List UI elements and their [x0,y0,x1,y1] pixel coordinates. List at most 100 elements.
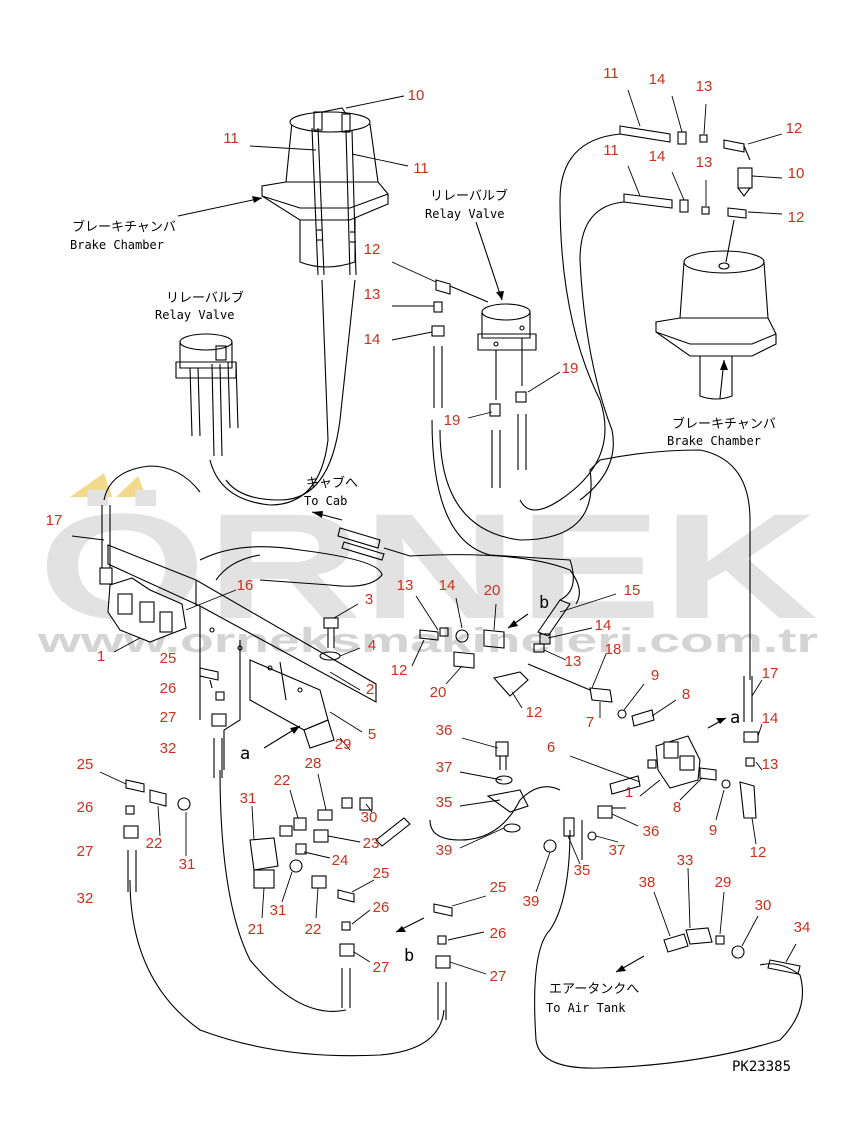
callout-26: 26 [160,680,177,697]
annotation-labels: ブレーキチャンバ Brake Chamber リレーバルブ Relay Valv… [70,188,791,1075]
label-relay-valve-jp-center: リレーバルブ [430,188,508,204]
callout-13: 13 [364,286,381,303]
label-relay-valve-jp-left: リレーバルブ [166,290,244,306]
callout-17: 17 [46,512,63,529]
callout-36: 36 [436,722,453,739]
callout-37: 37 [436,759,453,776]
callout-5: 5 [368,726,376,743]
brake-chamber-top [261,107,389,276]
callout-2: 2 [366,681,374,698]
watermark-accent-right [116,476,146,497]
callout-35: 35 [436,794,453,811]
leader-lines [71,89,797,975]
callout-38: 38 [639,874,656,891]
callout-29: 29 [715,874,732,891]
callout-14: 14 [439,577,456,594]
callout-10: 10 [408,87,425,104]
label-air-tank-en: To Air Tank [546,1001,626,1015]
callout-13: 13 [762,756,779,773]
callout-33: 33 [677,852,694,869]
label-brake-chamber-jp-left: ブレーキチャンバ [72,219,176,235]
label-relay-valve-en-left: Relay Valve [155,308,234,322]
callout-20: 20 [484,582,501,599]
callout-22: 22 [146,835,163,852]
callout-12: 12 [391,662,408,679]
callout-13: 13 [397,577,414,594]
relay-valve-left [175,333,239,457]
letter-a-left: a [240,744,250,764]
callout-3: 3 [365,591,373,608]
label-air-tank-jp: エアータンクへ [549,982,639,997]
callout-14: 14 [649,71,666,88]
label-relay-valve-en-center: Relay Valve [425,207,504,221]
callout-39: 39 [523,893,540,910]
callout-19: 19 [562,360,579,377]
callout-32: 32 [77,890,94,907]
callout-26: 26 [490,925,507,942]
callout-25: 25 [77,756,94,773]
callout-27: 27 [490,968,507,985]
callout-22: 22 [274,772,291,789]
callout-6: 6 [547,739,555,756]
fittings-bottom-right [663,927,801,975]
callout-10: 10 [788,165,805,182]
watermark-accent-left [70,473,112,497]
callout-16: 16 [237,577,254,594]
letter-a-right: a [730,708,740,728]
callout-11: 11 [603,65,619,82]
callout-37: 37 [609,842,626,859]
callout-30: 30 [755,897,772,914]
mounting-bracket [107,544,377,770]
callout-24: 24 [332,852,349,869]
fittings-top-right [619,125,753,219]
callout-14: 14 [595,617,612,634]
hoses [103,133,804,1069]
callout-11: 11 [413,160,429,177]
label-to-cab-en: To Cab [304,494,347,508]
fittings-left-column [123,667,227,892]
callout-26: 26 [77,799,94,816]
callout-14: 14 [762,710,779,727]
callout-21: 21 [248,921,265,938]
callout-1: 1 [97,648,105,665]
callout-15: 15 [624,582,641,599]
callout-9: 9 [651,667,659,684]
label-to-cab-jp: キャブへ [306,475,358,491]
callout-8: 8 [682,686,690,703]
callout-35: 35 [574,862,591,879]
callout-31: 31 [270,902,287,919]
callout-12: 12 [750,844,767,861]
callout-18: 18 [605,641,622,658]
callout-25: 25 [490,879,507,896]
callout-22: 22 [305,921,322,938]
callout-1: 1 [625,784,633,801]
direction-arrows [177,196,728,973]
callout-11: 11 [603,142,619,159]
callout-17: 17 [762,665,779,682]
callout-31: 31 [179,856,196,873]
callout-27: 27 [160,709,177,726]
callout-7: 7 [586,714,594,731]
label-brake-chamber-en-right: Brake Chamber [667,434,761,448]
callout-20: 20 [430,684,447,701]
callout-4: 4 [368,637,376,654]
fittings-center [319,527,655,727]
callout-14: 14 [649,148,666,165]
callout-29: 29 [335,736,352,753]
callout-28: 28 [305,755,322,772]
callout-23: 23 [363,835,380,852]
callout-34: 34 [794,919,811,936]
callout-12: 12 [786,120,803,137]
callout-8: 8 [673,799,681,816]
callout-13: 13 [565,653,582,670]
callout-27: 27 [373,959,390,976]
callout-11: 11 [223,130,239,147]
callout-19: 19 [444,412,461,429]
valve-lower-right [587,676,759,841]
callout-31: 31 [240,790,257,807]
letter-b-bottom: b [404,946,414,966]
callout-12: 12 [526,704,543,721]
label-brake-chamber-jp-right: ブレーキチャンバ [672,416,776,432]
